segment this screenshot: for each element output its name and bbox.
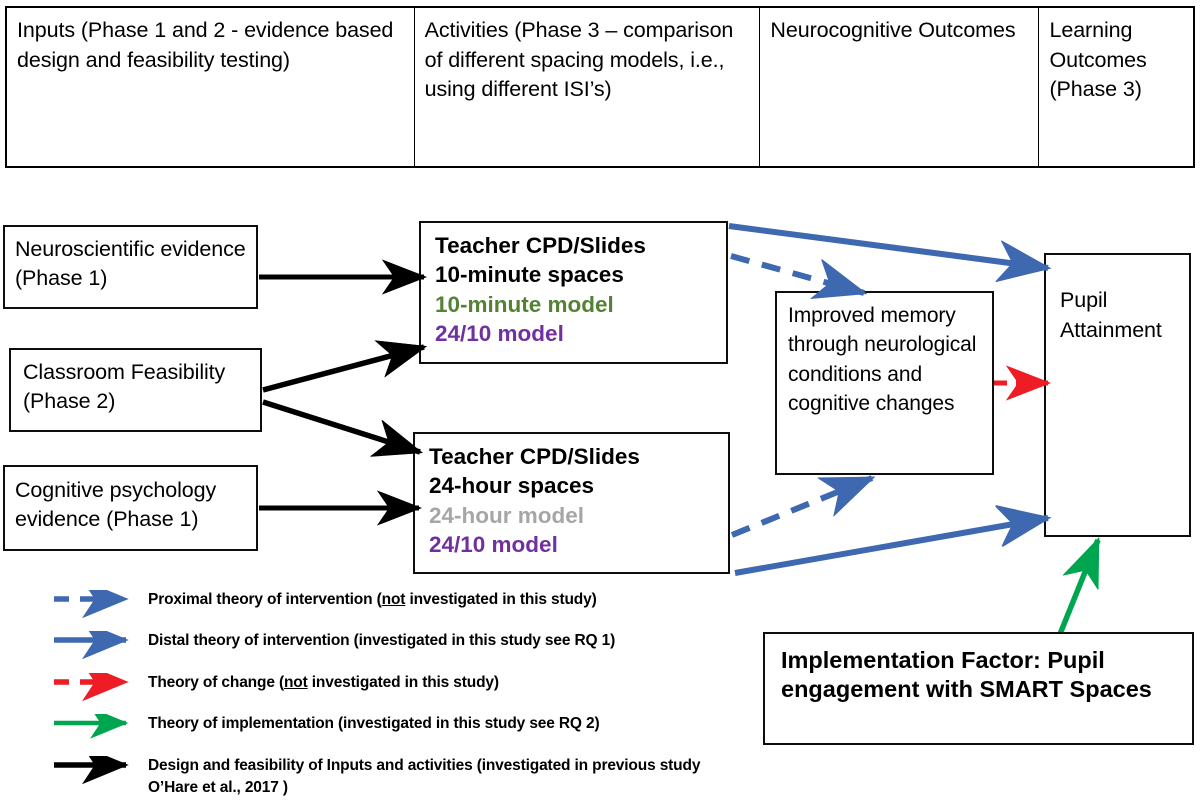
header-label-neurocognitive-outcomes: Neurocognitive Outcomes (770, 18, 1016, 42)
legend-swatch-solid-black-arrow (54, 756, 129, 785)
legend-item-theory-of-implementation: Theory of implementation (investigated i… (0, 714, 740, 754)
legend-item-distal-theory: Distal theory of intervention (investiga… (0, 631, 740, 671)
arrow-distal-cpd24-to-pupil (734, 506, 1052, 576)
node-implementation-factor: Implementation Factor: Pupil engagement … (763, 632, 1194, 745)
node-neuroscientific-evidence: Neuroscientific evidence (Phase 1) (3, 225, 258, 309)
legend-swatch-solid-blue-arrow (54, 631, 129, 660)
legend-swatch-dashed-blue-arrow (54, 590, 129, 619)
legend-label-distal-theory: Distal theory of intervention (investiga… (148, 632, 616, 649)
legend-item-theory-of-change: Theory of change (not investigated in th… (0, 673, 740, 713)
node-label-pupil-attainment: Pupil Attainment (1060, 288, 1162, 343)
node-pupil-attainment: Pupil Attainment (1044, 253, 1191, 537)
cpd24-line-2: 24-hour spaces (429, 473, 595, 499)
cpd10-line-4: 24/10 model (435, 321, 564, 347)
header-label-activities: Activities (Phase 3 – comparison of diff… (424, 18, 734, 102)
header-cell-learning-outcomes: Learning Outcomes (Phase 3) (1039, 8, 1193, 166)
legend-label-theory-of-change: Theory of change (not investigated in th… (148, 674, 499, 691)
header-label-learning-outcomes: Learning Outcomes (Phase 3) (1049, 18, 1147, 102)
legend-label-proximal-theory: Proximal theory of intervention (not inv… (148, 591, 597, 608)
arrow-distal-cpd10-to-pupil (728, 223, 1052, 283)
cpd10-line-1: Teacher CPD/Slides (435, 233, 646, 258)
legend-label-theory-of-implementation: Theory of implementation (investigated i… (148, 715, 600, 732)
legend-item-design-feasibility: Design and feasibility of Inputs and act… (0, 756, 740, 796)
phase-header-table: Inputs (Phase 1 and 2 - evidence based d… (5, 6, 1195, 168)
cpd24-line-3: 24-hour model (429, 502, 585, 528)
node-label-implementation-factor: Implementation Factor: Pupil engagement … (781, 647, 1152, 702)
header-cell-inputs: Inputs (Phase 1 and 2 - evidence based d… (7, 8, 415, 166)
cpd24-line-4: 24/10 model (429, 532, 558, 558)
header-cell-activities: Activities (Phase 3 – comparison of diff… (415, 8, 761, 166)
arrow-implementation-to-pupil (1057, 536, 1101, 636)
arrow-feasibility-to-cpd10 (262, 340, 428, 393)
node-cognitive-psychology-evidence: Cognitive psychology evidence (Phase 1) (3, 465, 258, 551)
node-label-neuroscientific-evidence: Neuroscientific evidence (Phase 1) (15, 237, 246, 290)
node-teacher-cpd-10-minute: Teacher CPD/Slides 10-minute spaces 10-m… (419, 221, 728, 364)
node-label-classroom-feasibility: Classroom Feasibility (Phase 2) (23, 360, 226, 413)
header-label-inputs: Inputs (Phase 1 and 2 - evidence based d… (17, 18, 394, 72)
node-improved-memory: Improved memory through neurological con… (775, 291, 994, 475)
legend-swatch-dashed-red-arrow (54, 673, 129, 702)
arrow-feasibility-to-cpd24 (262, 399, 424, 457)
cpd10-line-3: 10-minute model (435, 291, 614, 317)
arrow-proximal-cpd10-to-memory (730, 253, 868, 300)
header-cell-neurocognitive-outcomes: Neurocognitive Outcomes (760, 8, 1040, 166)
node-classroom-feasibility: Classroom Feasibility (Phase 2) (9, 348, 262, 432)
node-label-cognitive-psychology-evidence: Cognitive psychology evidence (Phase 1) (15, 478, 217, 531)
cpd10-line-2: 10-minute spaces (435, 262, 624, 288)
cpd24-line-1: Teacher CPD/Slides (429, 444, 640, 469)
legend-item-proximal-theory: Proximal theory of intervention (not inv… (0, 590, 740, 630)
node-teacher-cpd-24-hour: Teacher CPD/Slides 24-hour spaces 24-hou… (413, 432, 730, 574)
arrow-proximal-cpd24-to-memory (730, 475, 876, 538)
legend-label-design-feasibility: Design and feasibility of Inputs and act… (148, 757, 701, 797)
node-label-improved-memory: Improved memory through neurological con… (788, 304, 977, 416)
legend-swatch-solid-green-arrow (54, 714, 129, 739)
